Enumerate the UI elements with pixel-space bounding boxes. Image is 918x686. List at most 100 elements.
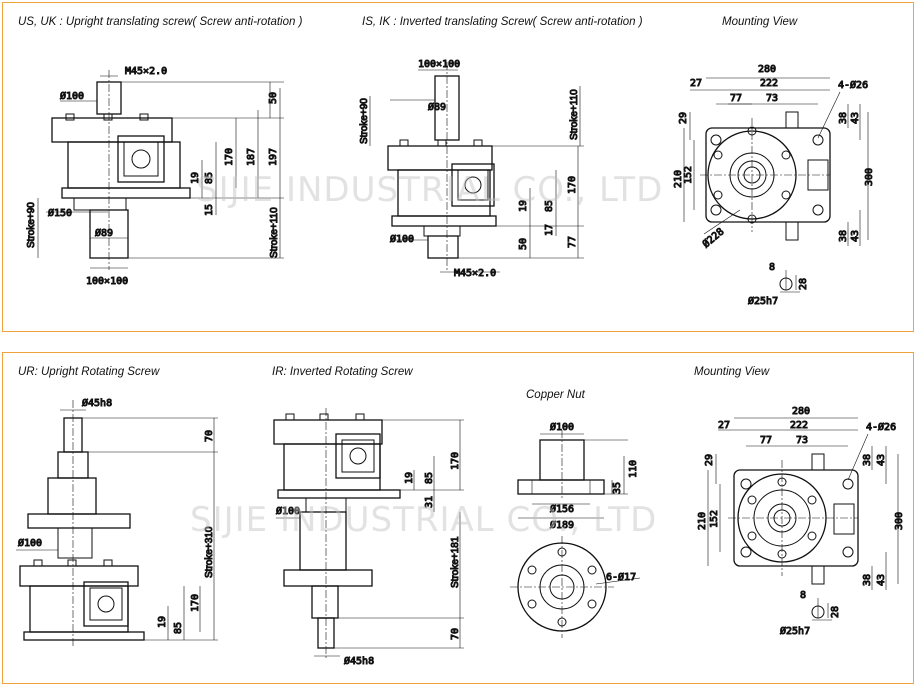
mv2-w280-label: 280 bbox=[792, 406, 810, 417]
nut-d156-label: Ø156 bbox=[550, 503, 574, 515]
ir-drawing: 170 19 85 31 Ø100 Stroke+181 70 Ø45h8 bbox=[273, 408, 464, 668]
us-v170-label: 170 bbox=[224, 148, 235, 166]
mv1-h29-label: 29 bbox=[678, 112, 689, 124]
ir-d100-label: Ø100 bbox=[276, 505, 300, 517]
nut-d100-label: Ø100 bbox=[550, 421, 574, 433]
mv1-d228-label: Ø228 bbox=[700, 226, 726, 251]
ur-d45-label: Ø45h8 bbox=[82, 397, 112, 409]
mv2-w73-label: 73 bbox=[796, 435, 808, 446]
mv1-w222-label: 222 bbox=[760, 78, 778, 89]
mv2-h38b-label: 38 bbox=[862, 574, 873, 586]
is-stroke90-label: Stroke+90 bbox=[359, 98, 370, 144]
ir-v19-label: 19 bbox=[404, 472, 415, 484]
caption-us-uk: US, UK : Upright translating screw( Scre… bbox=[18, 16, 303, 28]
watermark-top: SIJIE INDUSTRIAL CO., LTD bbox=[196, 170, 664, 210]
is-d100-label: Ø100 bbox=[390, 233, 414, 245]
caption-is-ik: IS, IK : Inverted translating Screw( Scr… bbox=[362, 16, 643, 28]
top-panel bbox=[2, 2, 914, 332]
ur-v170-label: 170 bbox=[190, 594, 201, 612]
us-v85-label: 85 bbox=[204, 172, 215, 184]
ir-v170-label: 170 bbox=[450, 452, 461, 470]
mv1-h43a-label: 43 bbox=[850, 112, 861, 124]
us-v197-label: 197 bbox=[268, 148, 279, 166]
mv2-h29-label: 29 bbox=[704, 454, 715, 466]
us-v50-label: 50 bbox=[268, 92, 279, 104]
mv2-w77-label: 77 bbox=[760, 435, 772, 446]
mv2-h43a-label: 43 bbox=[876, 454, 887, 466]
nut-holes-label: 6-Ø17 bbox=[606, 571, 636, 583]
mv2-w27-label: 27 bbox=[718, 420, 730, 431]
mounting-view-bottom-drawing: 280 27 222 77 73 4-Ø26 29 38 43 210 152 … bbox=[697, 406, 906, 638]
mv1-h300-label: 300 bbox=[864, 168, 875, 186]
is-v50-label: 50 bbox=[518, 238, 529, 250]
nut-v110-label: 110 bbox=[628, 460, 639, 478]
us-v19-label: 19 bbox=[190, 172, 201, 184]
caption-mounting-view-bottom: Mounting View bbox=[694, 366, 770, 378]
ur-v19-label: 19 bbox=[157, 616, 168, 628]
ir-v31-label: 31 bbox=[424, 496, 435, 508]
mv2-h43b-label: 43 bbox=[876, 574, 887, 586]
us-stroke90-label: Stroke+90 bbox=[26, 202, 37, 248]
mv1-k28-label: 28 bbox=[798, 278, 809, 290]
is-sq-label: 100×100 bbox=[418, 59, 460, 70]
us-m45-label: M45×2.0 bbox=[125, 66, 167, 77]
caption-ur: UR: Upright Rotating Screw bbox=[18, 366, 160, 378]
caption-mounting-view-top: Mounting View bbox=[722, 16, 798, 28]
is-stroke110-label: Stroke+110 bbox=[569, 89, 580, 140]
is-d89-label: Ø89 bbox=[428, 101, 446, 113]
ur-v70-label: 70 bbox=[204, 430, 215, 442]
mv2-h300-label: 300 bbox=[894, 512, 905, 530]
mv1-d25-label: Ø25h7 bbox=[748, 295, 778, 307]
us-stroke110-label: Stroke+110 bbox=[269, 207, 280, 258]
mv1-w73-label: 73 bbox=[766, 93, 778, 104]
is-v17-label: 17 bbox=[544, 224, 555, 236]
is-ik-drawing: 100×100 Stroke+90 Ø89 Stroke+110 Ø100 M4… bbox=[359, 59, 584, 280]
mv1-h210-label: 210 bbox=[673, 170, 684, 188]
mv1-h38a-label: 38 bbox=[838, 112, 849, 124]
mv2-k8-label: 8 bbox=[800, 590, 806, 601]
mv1-w27-label: 27 bbox=[690, 78, 702, 89]
ur-stroke-label: Stroke+310 bbox=[204, 526, 215, 578]
is-v85-label: 85 bbox=[544, 200, 555, 212]
mv2-d25-label: Ø25h7 bbox=[780, 625, 810, 637]
ir-d45-label: Ø45h8 bbox=[344, 655, 374, 667]
is-v170-label: 170 bbox=[567, 176, 578, 194]
us-uk-drawing: M45×2.0 Ø100 Ø150 Ø89 100×100 Stroke+90 … bbox=[26, 66, 284, 288]
nut-d189-label: Ø189 bbox=[550, 519, 574, 531]
us-sq-label: 100×100 bbox=[86, 276, 128, 287]
mv1-w280-label: 280 bbox=[758, 64, 776, 75]
mv2-h152-label: 152 bbox=[709, 510, 720, 528]
mv2-w222-label: 222 bbox=[790, 420, 808, 431]
caption-ir: IR: Inverted Rotating Screw bbox=[272, 366, 413, 378]
us-d100-label: Ø100 bbox=[60, 90, 84, 102]
copper-nut-drawing: Ø100 110 35 Ø156 Ø189 6-Ø17 bbox=[510, 421, 641, 638]
caption-copper-nut: Copper Nut bbox=[526, 389, 585, 401]
ir-v85-label: 85 bbox=[424, 472, 435, 484]
us-d150-label: Ø150 bbox=[48, 207, 72, 219]
us-d89-label: Ø89 bbox=[95, 227, 113, 239]
ur-v85-label: 85 bbox=[173, 622, 184, 634]
nut-v35-label: 35 bbox=[612, 482, 623, 494]
mv1-w77-label: 77 bbox=[730, 93, 742, 104]
us-v187-label: 187 bbox=[246, 148, 257, 166]
mounting-view-top-drawing: 280 27 222 77 73 4-Ø26 29 38 43 210 152 … bbox=[673, 64, 876, 308]
mv1-h43b-label: 43 bbox=[850, 230, 861, 242]
watermark-bottom: SIJIE INDUSTRIAL CO., LTD bbox=[190, 500, 658, 540]
ur-d100-label: Ø100 bbox=[18, 537, 42, 549]
ur-drawing: Ø45h8 70 Ø100 Stroke+310 170 19 85 bbox=[16, 397, 218, 648]
us-v15-label: 15 bbox=[204, 204, 215, 216]
mv1-h38b-label: 38 bbox=[838, 230, 849, 242]
mv2-holes-label: 4-Ø26 bbox=[866, 421, 896, 433]
is-m45-label: M45×2.0 bbox=[454, 268, 496, 279]
mv2-h38a-label: 38 bbox=[862, 454, 873, 466]
mv1-h152-label: 152 bbox=[683, 166, 694, 184]
is-v19-label: 19 bbox=[518, 200, 529, 212]
mv1-k8-label: 8 bbox=[769, 262, 775, 273]
mv1-holes-label: 4-Ø26 bbox=[838, 79, 868, 91]
ir-v70-label: 70 bbox=[450, 628, 461, 640]
mv2-k28-label: 28 bbox=[830, 606, 841, 618]
ir-stroke-label: Stroke+181 bbox=[450, 536, 461, 588]
is-v77-label: 77 bbox=[567, 236, 578, 248]
mv2-h210-label: 210 bbox=[697, 512, 708, 530]
